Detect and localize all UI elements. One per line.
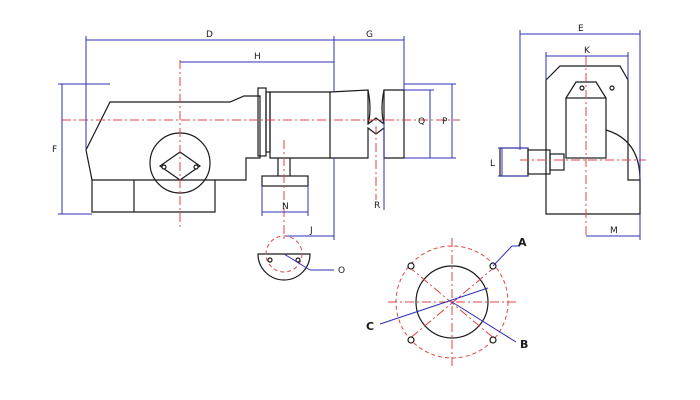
label-Q: Q	[418, 117, 425, 127]
fan-bolt	[193, 164, 199, 170]
label-C: C	[366, 320, 374, 333]
label-M: M	[610, 226, 618, 236]
label-R: R	[374, 201, 380, 211]
mounting-flange	[257, 87, 267, 157]
bolt-diagonal	[407, 265, 497, 341]
label-G: G	[366, 30, 373, 40]
leader-O	[283, 253, 311, 271]
burner-housing	[85, 95, 261, 213]
front-bolt	[609, 85, 615, 91]
flange-bolt	[295, 257, 301, 263]
bolt-pattern-view: A B C	[366, 236, 528, 366]
label-B: B	[520, 338, 528, 351]
front-bolt	[579, 85, 585, 91]
gas-valve-connector	[527, 149, 551, 175]
side-view-dimensions: D G H F Q P R N J	[52, 30, 456, 240]
flange-bolt	[267, 257, 273, 263]
gas-pipe	[277, 158, 291, 176]
front-housing-curve	[605, 129, 641, 181]
leader-B	[451, 301, 517, 343]
label-N: N	[282, 202, 289, 212]
front-view-dimensions: E K L M	[490, 24, 641, 240]
label-D: D	[206, 30, 213, 40]
gas-pipe-flange	[261, 175, 309, 187]
leader-C	[379, 287, 489, 325]
fan-bolt	[161, 164, 167, 170]
front-housing	[545, 65, 641, 215]
label-F: F	[52, 145, 57, 155]
front-view	[499, 56, 646, 236]
bolt-hole	[407, 336, 415, 344]
blast-tube-extension	[329, 89, 405, 159]
tube-break	[367, 89, 385, 125]
leader-A	[492, 245, 513, 267]
gas-flange-detail: O	[257, 235, 345, 281]
label-E: E	[578, 24, 584, 34]
fan-hub	[158, 151, 202, 181]
flange-bolt-circle	[265, 235, 303, 273]
label-K: K	[584, 46, 591, 56]
bolt-hole	[407, 262, 415, 270]
blast-tube	[269, 91, 331, 159]
label-O: O	[338, 266, 345, 276]
gas-valve-body	[499, 147, 529, 177]
gas-valve-cap	[549, 153, 565, 171]
label-L: L	[490, 159, 495, 169]
label-P: P	[442, 117, 448, 127]
flange-semicircle	[257, 253, 311, 281]
bore-circle	[415, 265, 489, 339]
bolt-hole	[489, 336, 497, 344]
label-H: H	[254, 52, 261, 62]
side-view	[62, 60, 460, 240]
label-A: A	[518, 236, 527, 249]
label-J: J	[309, 226, 313, 236]
